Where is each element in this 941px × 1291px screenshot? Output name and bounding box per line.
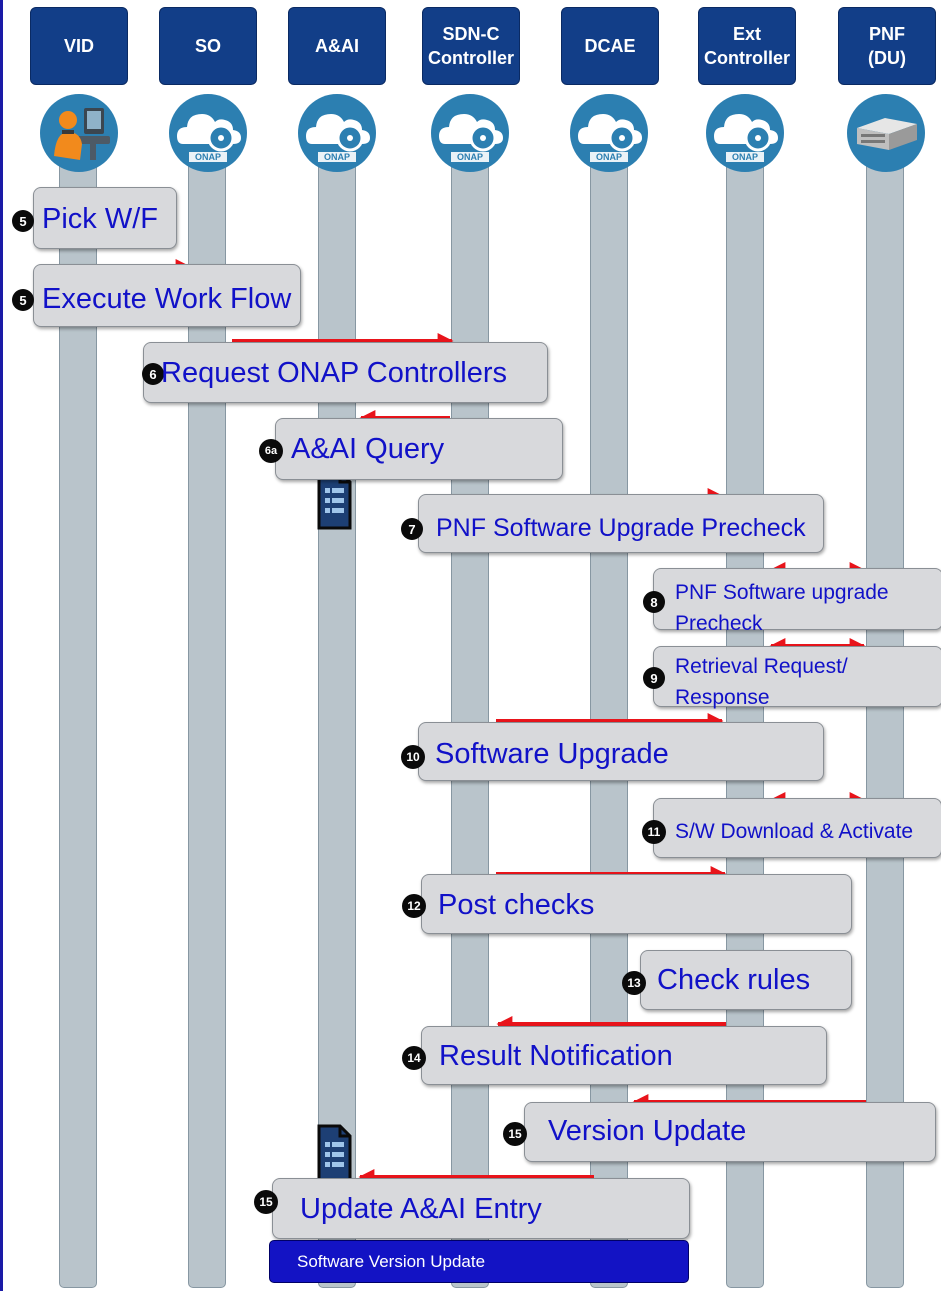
server-icon: [847, 94, 925, 172]
step-label: A&AI Query: [291, 433, 445, 465]
step-label: Retrieval Request/ Response: [675, 655, 848, 709]
step-number-badge: 12: [402, 894, 426, 918]
step-number-badge: 7: [401, 518, 423, 540]
step-label: Pick W/F: [42, 203, 158, 235]
step-number-badge: 5: [12, 210, 34, 232]
step-number-badge: 10: [401, 745, 425, 769]
document-icon: [317, 1124, 352, 1184]
actor-vid: VID: [30, 7, 128, 85]
step-number-badge: 11: [642, 820, 666, 844]
step-number-badge: 8: [643, 591, 665, 613]
actor-ext-controller: Ext Controller: [698, 7, 796, 85]
step-update-aai-entry: 15 Update A&AI Entry: [254, 1178, 690, 1239]
svg-text:ONAP: ONAP: [195, 152, 221, 162]
lifeline-so: [188, 150, 226, 1288]
step-pnf-software-upgrade-precheck-ext: 8 PNF Software upgrade Precheck: [643, 568, 941, 635]
step-number-badge: 5: [12, 289, 34, 311]
onap-cloud-icon: ONAP: [169, 94, 247, 172]
onap-cloud-icon: ONAP: [298, 94, 376, 172]
lifeline-ext-controller: [726, 150, 764, 1288]
onap-cloud-icon: ONAP: [570, 94, 648, 172]
onap-cloud-icon: ONAP: [431, 94, 509, 172]
step-label: Result Notification: [439, 1040, 673, 1072]
step-version-update: 15 Version Update: [503, 1102, 936, 1162]
actor-dcae: DCAE: [561, 7, 659, 85]
svg-text:ONAP: ONAP: [732, 152, 758, 162]
step-label: Update A&AI Entry: [300, 1193, 542, 1225]
software-version-update-banner: Software Version Update: [269, 1240, 689, 1283]
step-number-badge: 15: [254, 1190, 278, 1214]
step-label: Request ONAP Controllers: [161, 357, 508, 389]
step-number-badge: 9: [643, 667, 665, 689]
step-execute-workflow: 5 Execute Work Flow: [12, 264, 301, 327]
actor-pnf-du: PNF (DU): [838, 7, 936, 85]
step-check-rules: 13 Check rules: [622, 950, 852, 1010]
step-sw-download-activate: 11 S/W Download & Activate: [642, 798, 941, 858]
operator-icon: [40, 94, 118, 172]
actor-so: SO: [159, 7, 257, 85]
svg-text:ONAP: ONAP: [324, 152, 350, 162]
step-label: PNF Software upgrade Precheck: [675, 581, 889, 635]
step-label: Version Update: [548, 1115, 747, 1147]
step-result-notification: 14 Result Notification: [402, 1026, 827, 1085]
step-pick-workflow: 5 Pick W/F: [12, 187, 177, 249]
step-label: PNF Software Upgrade Precheck: [436, 514, 806, 542]
onap-cloud-icon: ONAP: [706, 94, 784, 172]
svg-text:ONAP: ONAP: [457, 152, 483, 162]
actor-sdnc-controller: SDN-C Controller: [422, 7, 520, 85]
step-aai-query: 6a A&AI Query: [259, 418, 563, 480]
step-number-badge: 13: [622, 971, 646, 995]
lifeline-pnf: [866, 150, 904, 1288]
svg-text:ONAP: ONAP: [596, 152, 622, 162]
step-number-badge: 6a: [259, 439, 283, 463]
step-retrieval-request-response: 9 Retrieval Request/ Response: [643, 646, 941, 709]
step-software-upgrade: 10 Software Upgrade: [401, 722, 824, 781]
step-number-badge: 6: [142, 363, 164, 385]
step-label: Check rules: [657, 964, 811, 996]
actor-aai: A&AI: [288, 7, 386, 85]
step-pnf-software-upgrade-precheck: 7 PNF Software Upgrade Precheck: [401, 494, 824, 553]
step-label: Execute Work Flow: [42, 283, 292, 315]
step-label: Software Upgrade: [435, 738, 669, 770]
step-request-onap-controllers: 6 Request ONAP Controllers: [142, 342, 548, 403]
left-border: [0, 0, 3, 1291]
step-number-badge: 14: [402, 1046, 426, 1070]
step-number-badge: 15: [503, 1122, 527, 1146]
step-post-checks: 12 Post checks: [402, 874, 852, 934]
lifeline-vid: [59, 150, 97, 1288]
lifeline-sdnc: [451, 150, 489, 1288]
step-label: Post checks: [438, 889, 595, 921]
step-label: S/W Download & Activate: [675, 820, 914, 843]
